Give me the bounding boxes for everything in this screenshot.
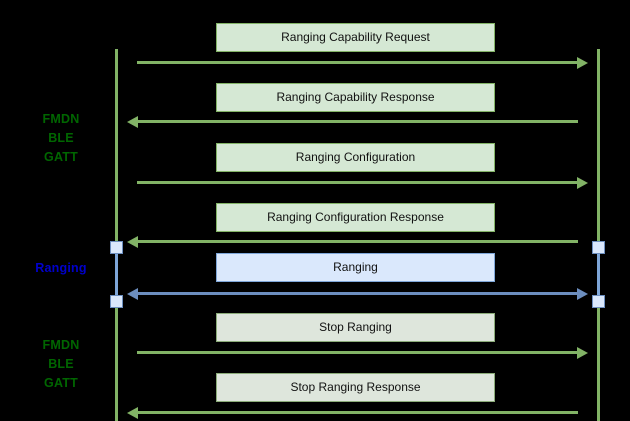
message-box-ranging-configuration-response: Ranging Configuration Response <box>216 203 495 232</box>
arrowhead-left-icon <box>127 115 138 128</box>
activation-marker-left-start <box>110 241 123 254</box>
arrowhead-left-icon <box>127 406 138 419</box>
message-arrow-stop-ranging <box>137 346 588 359</box>
message-arrow-ranging-capability-response <box>127 115 578 128</box>
arrowhead-left-icon <box>127 235 138 248</box>
arrow-shaft <box>137 240 578 243</box>
arrowhead-left-icon <box>127 287 138 300</box>
activation-bar-left <box>115 248 118 302</box>
message-arrow-stop-ranging-response <box>127 406 578 419</box>
message-box-ranging-capability-response: Ranging Capability Response <box>216 83 495 112</box>
arrow-shaft <box>137 181 578 184</box>
message-box-ranging-configuration: Ranging Configuration <box>216 143 495 172</box>
arrow-shaft <box>137 351 578 354</box>
message-arrow-ranging-configuration <box>137 176 588 189</box>
message-box-stop-ranging-response: Stop Ranging Response <box>216 373 495 402</box>
message-arrow-ranging-bidirectional <box>127 287 588 300</box>
arrow-shaft <box>137 292 578 295</box>
activation-bar-right <box>597 248 600 302</box>
activation-marker-left-end <box>110 295 123 308</box>
phase-label-ranging: Ranging <box>35 261 87 275</box>
activation-marker-right-end <box>592 295 605 308</box>
arrowhead-right-icon <box>577 346 588 359</box>
arrowhead-right-icon <box>577 176 588 189</box>
arrow-shaft <box>137 411 578 414</box>
arrow-shaft <box>137 61 578 64</box>
arrowhead-right-icon <box>577 56 588 69</box>
activation-marker-right-start <box>592 241 605 254</box>
message-arrow-ranging-capability-request <box>137 56 588 69</box>
lifeline-right <box>597 49 600 421</box>
phase-label-fmdn-ble-gatt-top: FMDN BLE GATT <box>42 112 80 164</box>
arrow-shaft <box>137 120 578 123</box>
lifeline-left <box>115 49 118 421</box>
message-box-ranging: Ranging <box>216 253 495 282</box>
message-box-ranging-capability-request: Ranging Capability Request <box>216 23 495 52</box>
phase-label-fmdn-ble-gatt-bottom: FMDN BLE GATT <box>42 338 80 390</box>
message-arrow-ranging-configuration-response <box>127 235 578 248</box>
message-box-stop-ranging: Stop Ranging <box>216 313 495 342</box>
arrowhead-right-icon <box>577 287 588 300</box>
